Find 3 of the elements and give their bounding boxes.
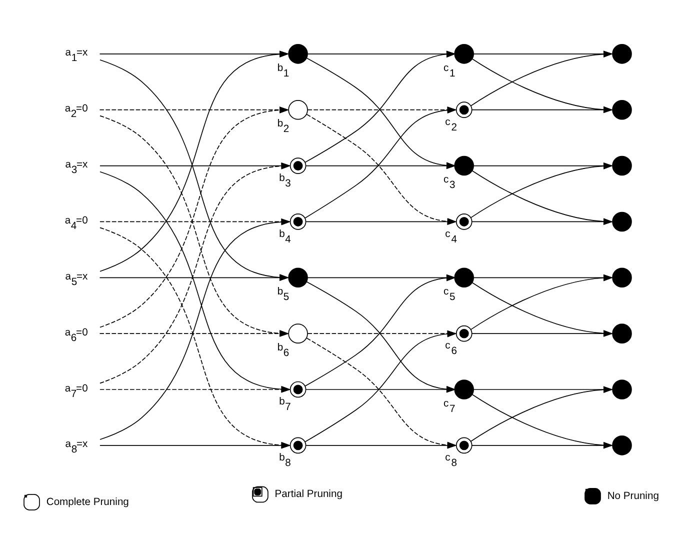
legend-label: Partial Pruning bbox=[274, 488, 342, 500]
legend-label: Complete Pruning bbox=[46, 496, 129, 508]
legend-label: No Pruning bbox=[607, 490, 659, 502]
